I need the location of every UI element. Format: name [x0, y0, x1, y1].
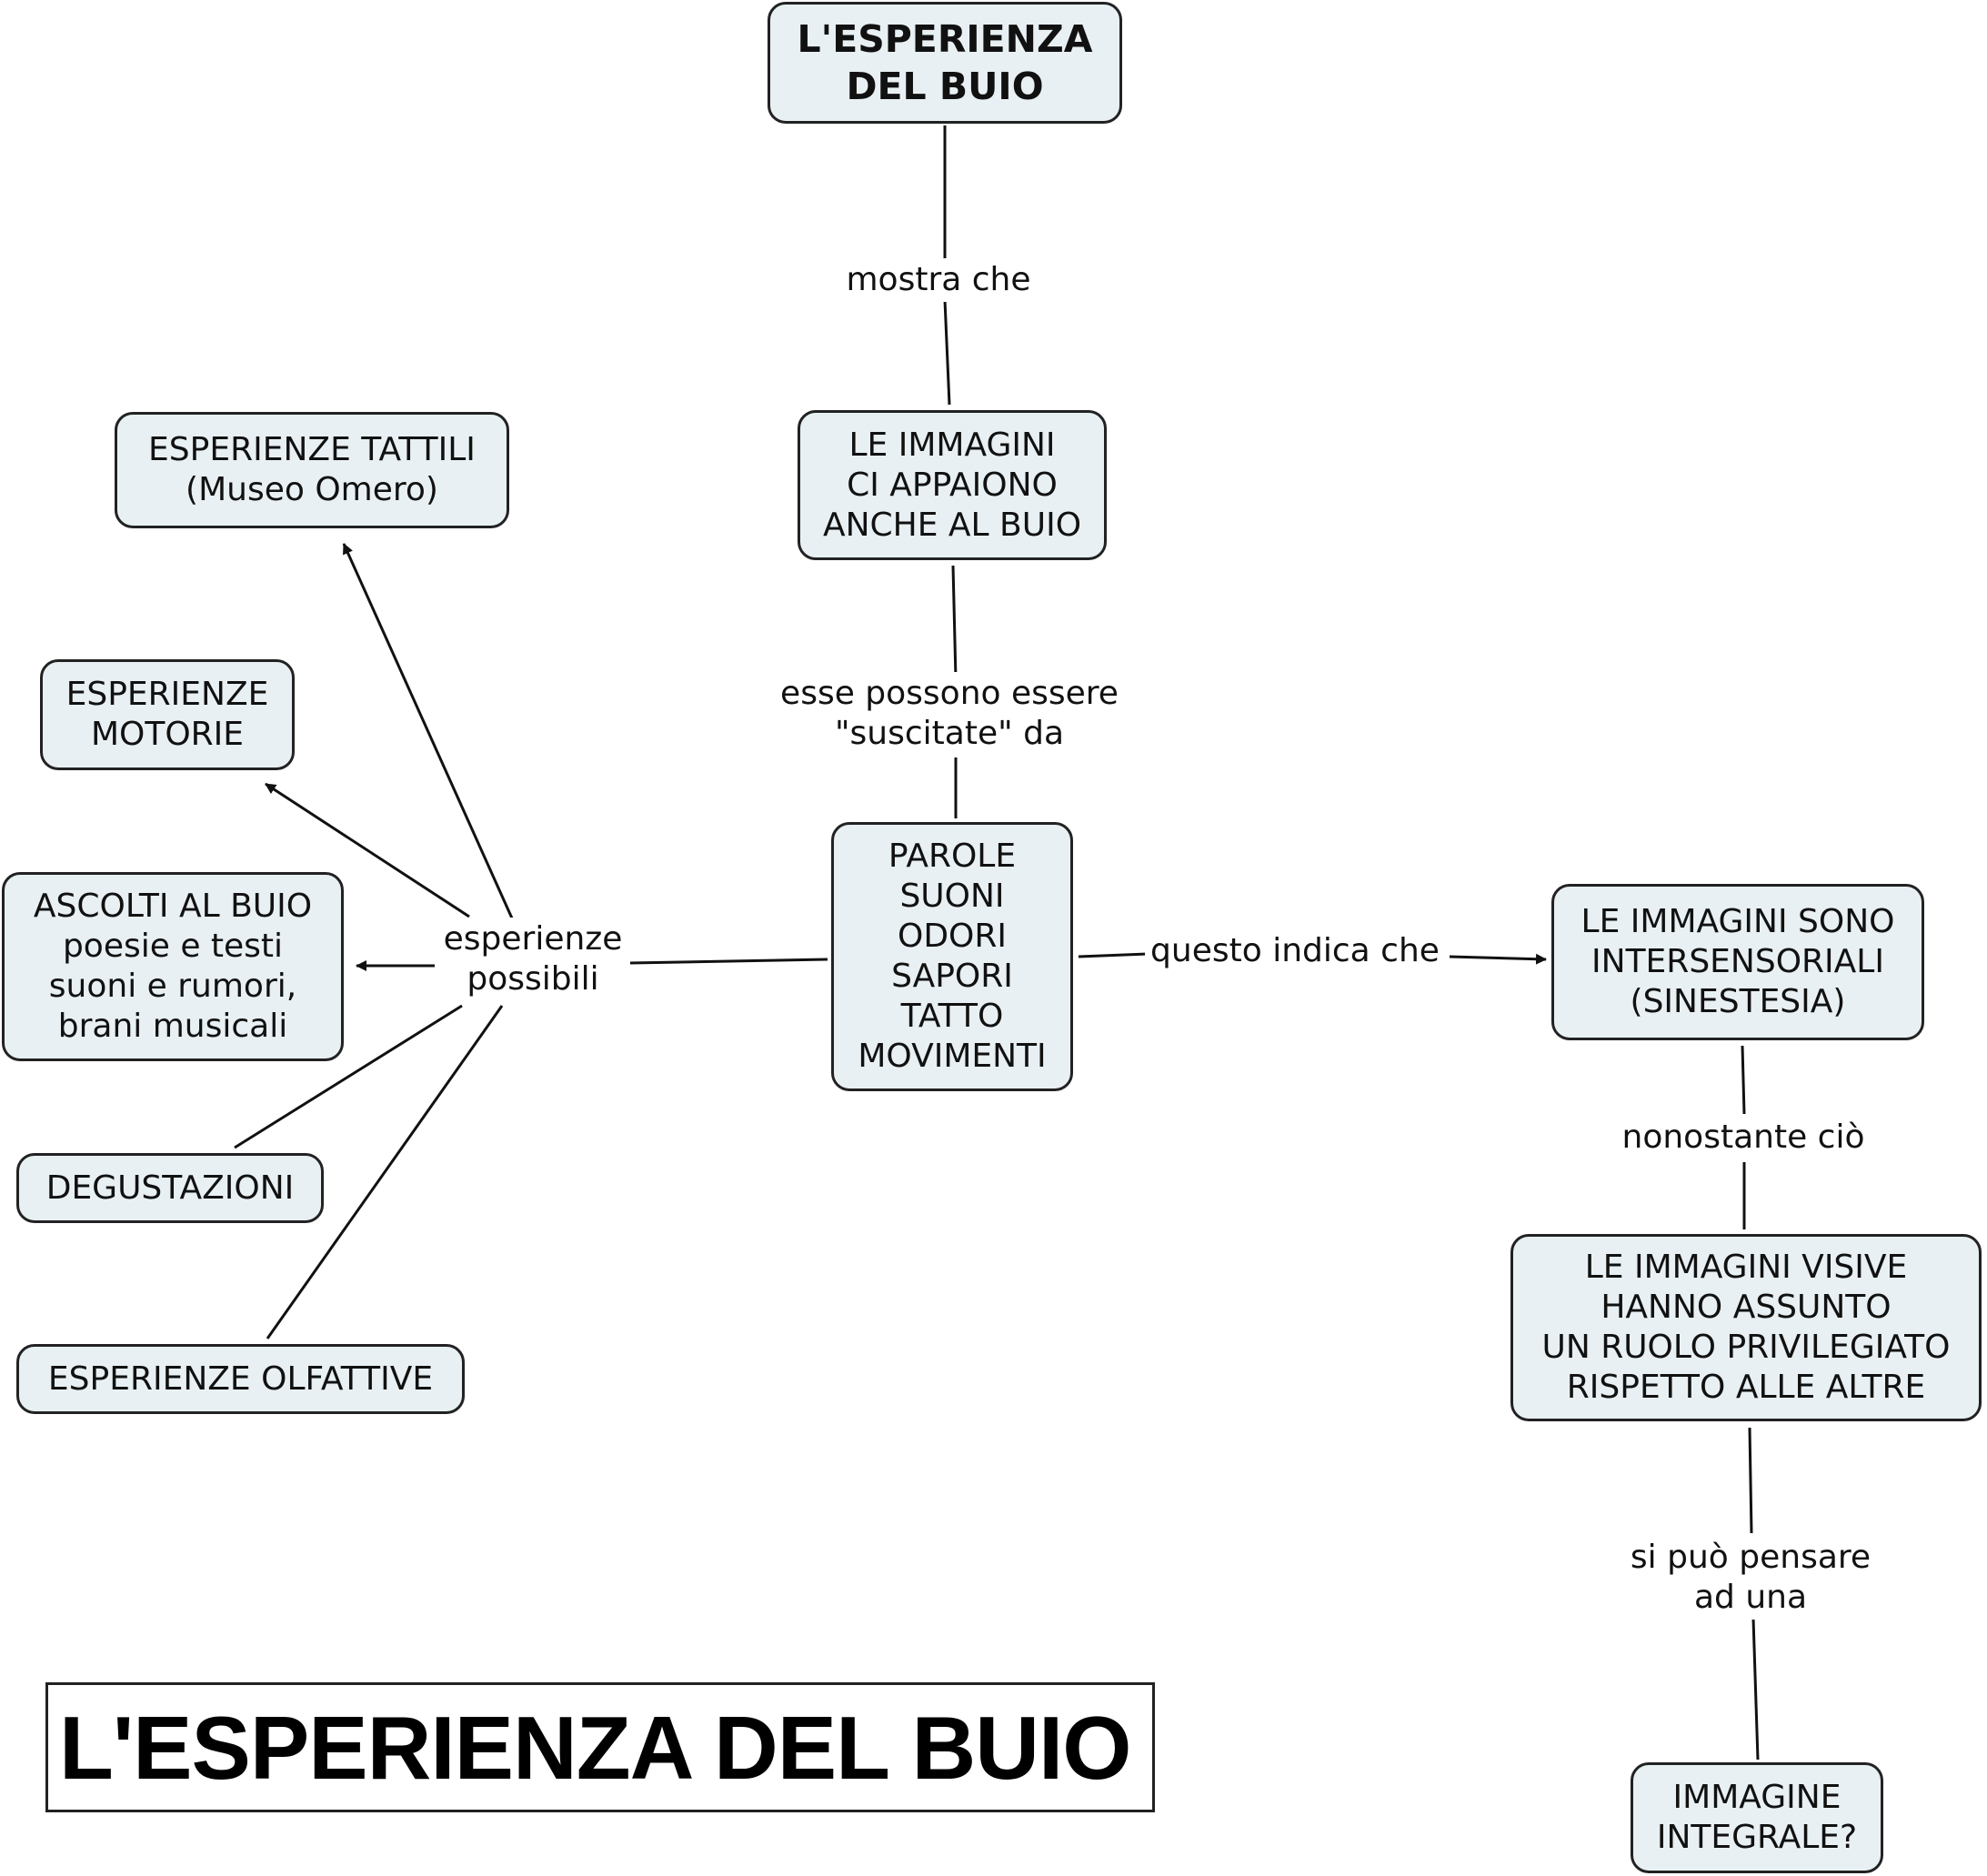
node-text-line: ESPERIENZE TATTILI: [148, 431, 476, 468]
link-label-nonostante: nonostante ciò: [1616, 1116, 1871, 1159]
edge-possibili-to-olfattive: [266, 1005, 504, 1339]
link-label-indica: questo indica che: [1145, 929, 1445, 973]
link-text-line: "suscitate" da: [834, 715, 1065, 752]
node-text-line: DEGUSTAZIONI: [45, 1169, 295, 1207]
node-text-line: (SINESTESIA): [1630, 983, 1846, 1020]
edge-possibili-to-tattili: [342, 543, 515, 921]
node-text-line: IMMAGINE: [1672, 1779, 1841, 1816]
title-box: L'ESPERIENZA DEL BUIO: [45, 1682, 1155, 1812]
node-tattili[interactable]: ESPERIENZE TATTILI (Museo Omero): [115, 412, 509, 528]
node-degustazioni[interactable]: DEGUSTAZIONI: [16, 1153, 324, 1223]
link-text-line: si può pensare: [1630, 1539, 1872, 1576]
node-immagini-buio[interactable]: LE IMMAGINI CI APPAIONO ANCHE AL BUIO: [798, 410, 1107, 560]
edge-possibili-to-degustazioni: [234, 1004, 463, 1149]
edge-visive-to-pensare: [1748, 1427, 1753, 1534]
node-text-line: ESPERIENZE: [65, 676, 269, 713]
node-text-line: brani musicali: [57, 1008, 288, 1045]
node-stimoli[interactable]: PAROLE SUONI ODORI SAPORI TATTO MOVIMENT…: [831, 822, 1073, 1091]
node-motorie[interactable]: ESPERIENZE MOTORIE: [40, 659, 295, 770]
node-text-line: ESPERIENZE OLFATTIVE: [47, 1359, 434, 1398]
node-text-line: DEL BUIO: [846, 65, 1044, 108]
node-text-line: ODORI: [897, 918, 1008, 955]
link-text-line: nonostante ciò: [1621, 1119, 1865, 1156]
link-text-line: questo indica che: [1150, 932, 1440, 969]
node-text-line: ANCHE AL BUIO: [822, 506, 1082, 544]
node-text-line: ASCOLTI AL BUIO: [33, 888, 313, 925]
node-intersensoriali[interactable]: LE IMMAGINI SONO INTERSENSORIALI (SINEST…: [1551, 884, 1924, 1040]
link-text-line: esse possono essere: [780, 675, 1119, 712]
node-text-line: UN RUOLO PRIVILEGIATO: [1541, 1329, 1951, 1366]
link-label-pensare: si può pensare ad una: [1624, 1536, 1877, 1620]
node-text-line: MOTORIE: [90, 716, 245, 753]
node-olfattive[interactable]: ESPERIENZE OLFATTIVE: [16, 1344, 465, 1414]
edge-mostra-to-immagini: [943, 299, 951, 406]
link-text-line: esperienze: [443, 920, 623, 958]
edge-stimoli-to-indica: [1078, 952, 1149, 958]
node-ascolti[interactable]: ASCOLTI AL BUIO poesie e testi suoni e r…: [2, 872, 344, 1061]
edge-intersensoriali-to-nonostante: [1741, 1045, 1746, 1115]
node-text-line: suoni e rumori,: [48, 968, 297, 1005]
node-text-line: SUONI: [899, 878, 1005, 915]
node-integrale[interactable]: IMMAGINE INTEGRALE?: [1631, 1762, 1883, 1873]
edge-pensare-to-integrale: [1751, 1618, 1760, 1761]
page-title: L'ESPERIENZA DEL BUIO: [59, 1697, 1131, 1798]
node-text-line: INTEGRALE?: [1656, 1819, 1858, 1856]
node-text-line: TATTO: [900, 998, 1004, 1035]
node-visive[interactable]: LE IMMAGINI VISIVE HANNO ASSUNTO UN RUOL…: [1510, 1234, 1982, 1421]
node-text-line: HANNO ASSUNTO: [1601, 1289, 1892, 1326]
edge-possibili-to-motorie: [265, 782, 470, 918]
node-text-line: MOVIMENTI: [858, 1038, 1047, 1075]
link-label-esperienze-possibili: esperienze possibili: [437, 918, 628, 1001]
node-root[interactable]: L'ESPERIENZA DEL BUIO: [768, 2, 1122, 124]
node-text-line: SAPORI: [891, 958, 1013, 995]
node-text-line: INTERSENSORIALI: [1591, 943, 1884, 980]
link-text-line: ad una: [1693, 1579, 1808, 1616]
edge-immagini-to-suscitate: [951, 565, 958, 680]
edge-indica-to-intersensoriali: [1449, 953, 1547, 965]
node-text-line: CI APPAIONO: [847, 466, 1058, 504]
link-label-mostra-che: mostra che: [840, 258, 1037, 302]
node-text-line: (Museo Omero): [186, 471, 438, 508]
node-text-line: PAROLE: [888, 838, 1017, 875]
node-text-line: RISPETTO ALLE ALTRE: [1566, 1369, 1926, 1406]
link-text-line: possibili: [467, 960, 599, 998]
node-text-line: LE IMMAGINI VISIVE: [1584, 1249, 1908, 1286]
node-text-line: poesie e testi: [62, 928, 284, 965]
link-text-line: mostra che: [846, 261, 1031, 298]
link-label-suscitate: esse possono essere "suscitate" da: [775, 672, 1124, 756]
node-text-line: LE IMMAGINI: [848, 426, 1056, 464]
node-text-line: LE IMMAGINI SONO: [1581, 903, 1895, 940]
edge-stimoli-to-possibili: [629, 958, 828, 965]
node-text-line: L'ESPERIENZA: [797, 17, 1093, 61]
